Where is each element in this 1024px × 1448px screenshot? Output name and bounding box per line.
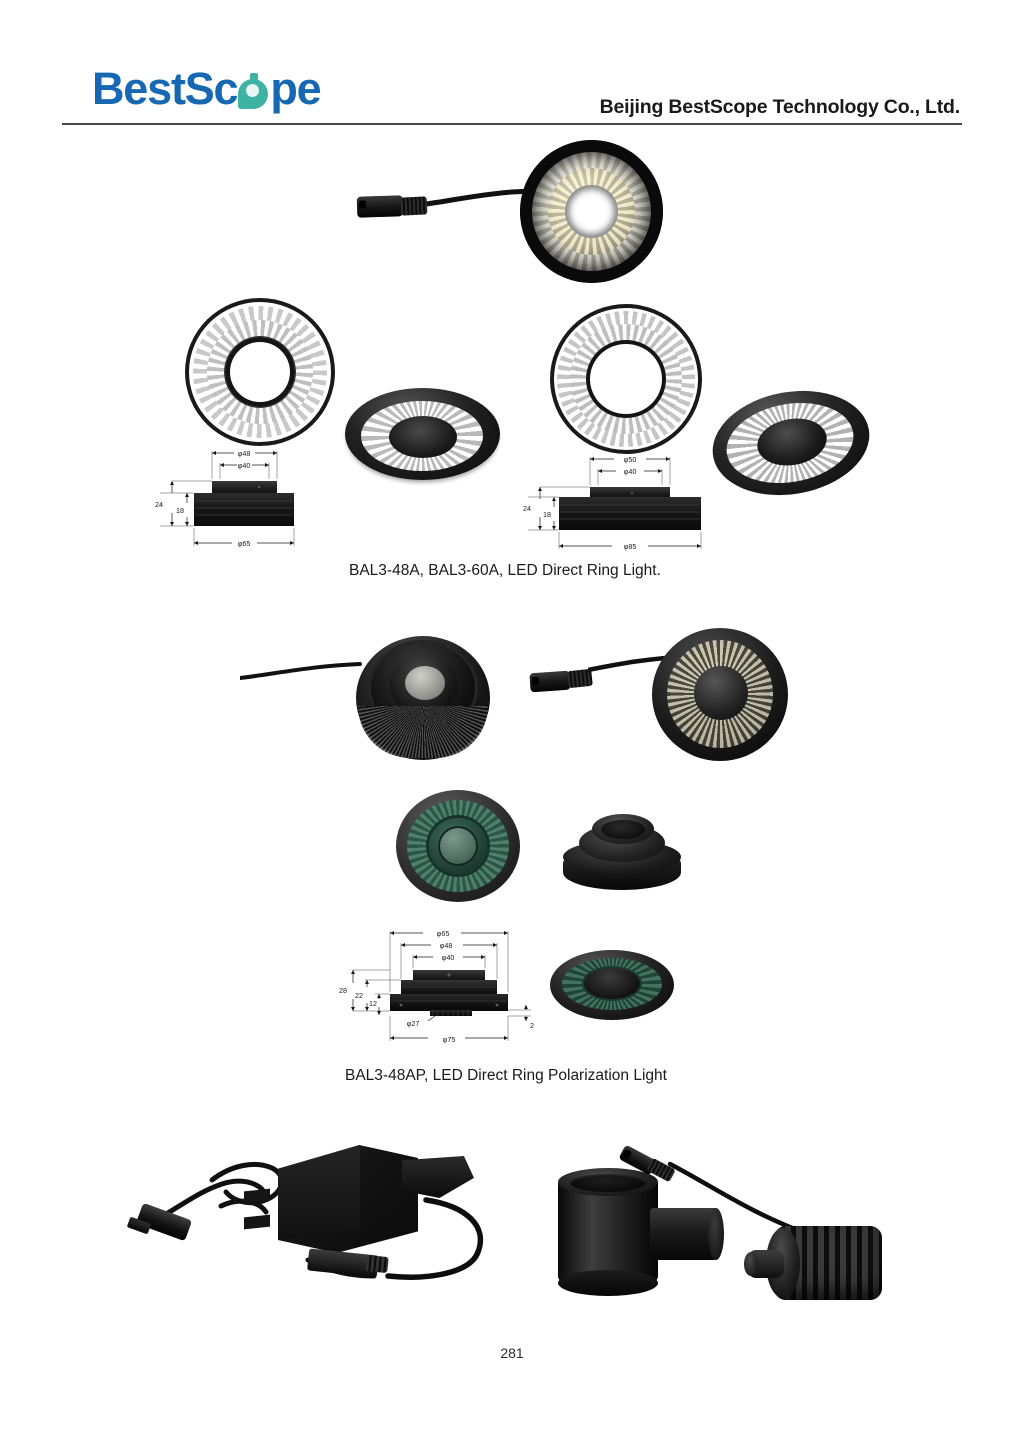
dim-40: φ40 [442,953,455,962]
dim-22: 22 [355,991,363,1000]
figure-bal3-48a-front [185,298,335,446]
page-header: BestSc pe Beijing BestScope Technology Co… [0,0,1024,130]
microscope-objective-o-icon [238,73,269,109]
page-number: 281 [500,1345,524,1361]
figure-coax-illuminator [552,1144,892,1321]
dim-base-diameter: φ85 [624,542,637,551]
figure-pol-mount-angle [557,810,687,895]
caption-polarization: BAL3-48AP, LED Direct Ring Polarization … [345,1067,667,1084]
company-name: Beijing BestScope Technology Co., Ltd. [599,96,961,118]
dim-height-body: 18 [543,510,551,519]
ring-light-led-array [520,140,663,283]
figure-bal3-60a-front [550,304,702,454]
coax-adapter-bore [570,1174,646,1192]
figure-pol-green-angle [550,948,680,1028]
logo-text-after: pe [270,63,321,114]
header-divider [62,123,962,125]
ring-center-hole [225,337,295,407]
dim-height-body: 18 [176,506,184,515]
coax-side-port [650,1208,718,1260]
dim-height-total: 24 [523,504,531,513]
figure-pol-front-dark [240,630,490,760]
dc-barrel-jack-icon [529,670,571,693]
figure-top-ring-light [352,140,663,285]
ring-center-hole [586,340,666,418]
figure-power-supply [126,1128,526,1313]
pol-cable-left [240,648,370,688]
dim-12: 12 [369,999,377,1008]
dim-top-inner: φ40 [624,467,637,476]
dim-2: 2 [530,1021,534,1030]
dim-base-diameter: φ65 [238,539,251,548]
figure-bal3-48a-angled [345,388,500,483]
caption-ring-light: BAL3-48A, BAL3-60A, LED Direct Ring Ligh… [349,562,661,579]
drawing-bal3-48ap: φ65 φ48 φ40 28 22 12 φ27 φ75 2 [333,923,548,1051]
dc-barrel-jack-icon [356,195,404,218]
dim-28: 28 [339,986,347,995]
pol-rotation-scale [358,706,488,758]
pol-lens [405,666,445,700]
drawing-bal3-60a: φ50 φ40 24 18 φ85 [512,447,722,557]
figure-bal3-60a-angled [704,379,878,507]
dim-75: φ75 [443,1035,456,1044]
bestscope-logo: BestSc pe [92,63,322,114]
cable-strain-relief [400,196,428,216]
dim-top-inner: φ40 [238,461,251,470]
dim-height-total: 24 [155,500,163,509]
logo-text-before: BestSc [92,63,239,114]
drawing-bal3-48a: φ48 φ40 24 18 φ65 [142,443,347,555]
dim-top-outer: φ50 [624,455,637,464]
figure-pol-front-led [529,628,790,763]
green-center-lens [438,826,478,866]
figure-pol-green-front [396,790,520,902]
dim-top-outer: φ48 [238,449,251,458]
dim-65: φ65 [437,929,450,938]
dim-48: φ48 [440,941,453,950]
pol-center-lens [694,666,748,720]
dim-27: φ27 [407,1019,420,1028]
